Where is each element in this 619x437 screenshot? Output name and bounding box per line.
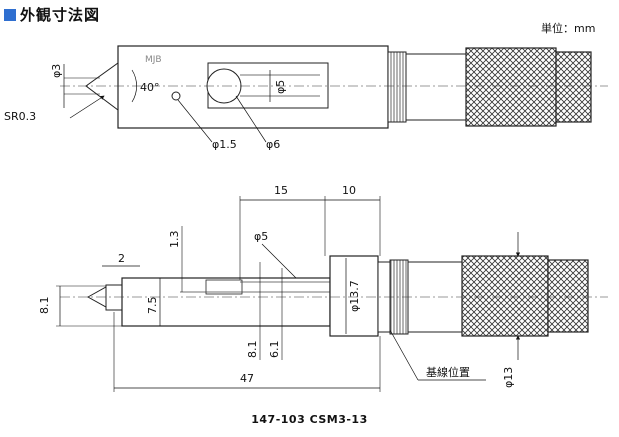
side-thimble: [461, 255, 549, 337]
dim-h-8-1: 8.1: [246, 341, 259, 359]
dim-slot-dia: φ5: [274, 80, 287, 94]
side-slot: [205, 279, 243, 295]
side-neck: [105, 284, 123, 311]
dim-height-7-5: 7.5: [146, 297, 159, 315]
title-marker-square: [4, 8, 16, 21]
top-sleeve: [405, 53, 467, 121]
dim-tip-dia: φ3: [50, 64, 63, 78]
dim-off-1-3: 1.3: [168, 231, 181, 249]
dim-dia-5: φ5: [254, 230, 268, 243]
dim-angle: 40°: [140, 81, 160, 94]
dim-len-10: 10: [342, 184, 356, 197]
page-title: 外観寸法図: [20, 6, 101, 24]
top-collar: [387, 51, 407, 123]
dim-hole-dia: φ1.5: [212, 138, 237, 151]
title-block: 外観寸法図: [4, 4, 100, 25]
side-end-cap: [547, 259, 589, 333]
dim-dia-13: φ13: [502, 367, 515, 388]
dim-tip-radius: SR0.3: [4, 110, 36, 123]
top-tip-cone: [85, 62, 119, 111]
dim-h-6-1: 6.1: [268, 341, 281, 359]
svg-text:MJB: MJB: [145, 55, 162, 65]
figure-caption: 147-103 CSM3-13: [251, 413, 368, 426]
side-step: [329, 255, 379, 337]
top-view: MJB φ3 40° SR0.3 φ5 φ1.5 φ6: [4, 45, 608, 151]
dim-height-8-1: 8.1: [38, 297, 51, 315]
dim-len-47: 47: [240, 372, 254, 385]
unit-label: 単位：mm: [541, 22, 596, 35]
side-view: 15 10 φ5 2 1.3 8.1 7.5 φ13.7 8.1 6.1 47: [38, 184, 608, 392]
dim-tip-2: 2: [118, 252, 125, 265]
dim-dia-13-7: φ13.7: [348, 280, 361, 312]
top-thimble: [465, 47, 557, 127]
dim-ref-pos: 基線位置: [426, 365, 470, 379]
top-end-cap: [555, 51, 592, 123]
dim-window-dia: φ6: [266, 138, 280, 151]
top-small-hole: [171, 91, 181, 101]
dim-len-15: 15: [274, 184, 288, 197]
